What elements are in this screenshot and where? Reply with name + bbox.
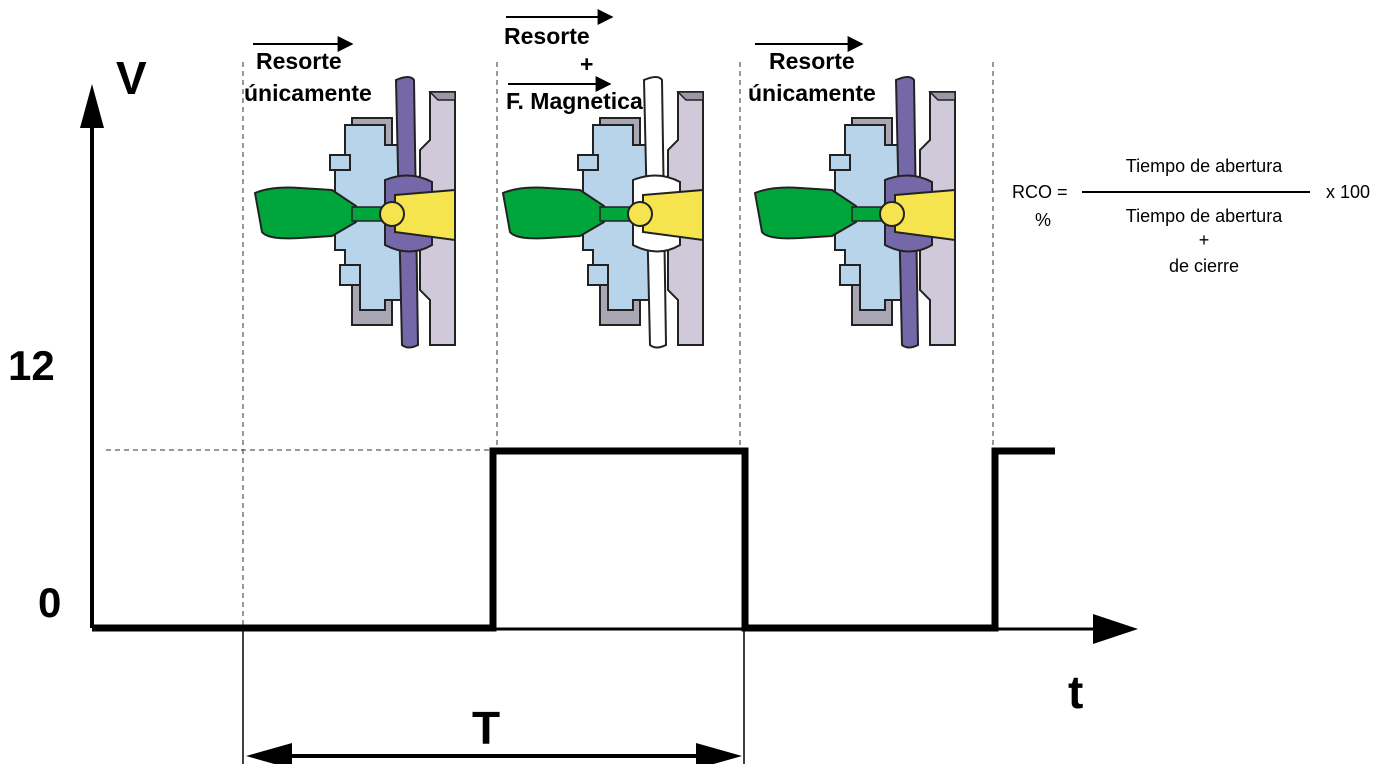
- phase-2-line1: Resorte: [504, 23, 590, 49]
- tick-label-12: 12: [8, 342, 55, 389]
- period-right-arrowhead: [696, 743, 742, 764]
- y-axis-arrowhead: [80, 84, 104, 128]
- pwm-signal: [92, 447, 1055, 632]
- formula-multiplier: x 100: [1326, 182, 1370, 202]
- formula-denominator-3: de cierre: [1169, 256, 1239, 276]
- y-axis-label: V: [116, 52, 147, 104]
- injector-valve-icon: [502, 76, 704, 349]
- phase-2-label: Resorte + F. Magnetica: [504, 9, 643, 114]
- phase-1-line3: únicamente: [244, 80, 372, 106]
- phase-2-line3: F. Magnetica: [506, 88, 643, 114]
- x-axis-label: t: [1068, 666, 1083, 718]
- period-left-arrowhead: [246, 743, 292, 764]
- phase-3-label: Resorte únicamente: [748, 36, 876, 106]
- phase-3-line1: Resorte: [769, 48, 855, 74]
- phase-3-line3: únicamente: [748, 80, 876, 106]
- formula-percent: %: [1035, 210, 1051, 230]
- x-axis-arrowhead: [1093, 614, 1138, 644]
- phase-guides: [106, 62, 994, 630]
- phase-2-line2: +: [580, 51, 593, 77]
- formula-numerator: Tiempo de abertura: [1126, 156, 1283, 176]
- formula-denominator-2: +: [1199, 230, 1210, 250]
- rco-formula: RCO = % Tiempo de abertura Tiempo de abe…: [1012, 156, 1370, 276]
- phase-1-label: Resorte únicamente: [244, 36, 372, 106]
- period-label: T: [472, 702, 500, 754]
- injector-valve-icon: [754, 76, 956, 349]
- formula-lhs: RCO =: [1012, 182, 1068, 202]
- tick-label-0: 0: [38, 579, 61, 626]
- formula-denominator-1: Tiempo de abertura: [1126, 206, 1283, 226]
- phase-1-line1: Resorte: [256, 48, 342, 74]
- injector-valve-icon: [254, 76, 456, 349]
